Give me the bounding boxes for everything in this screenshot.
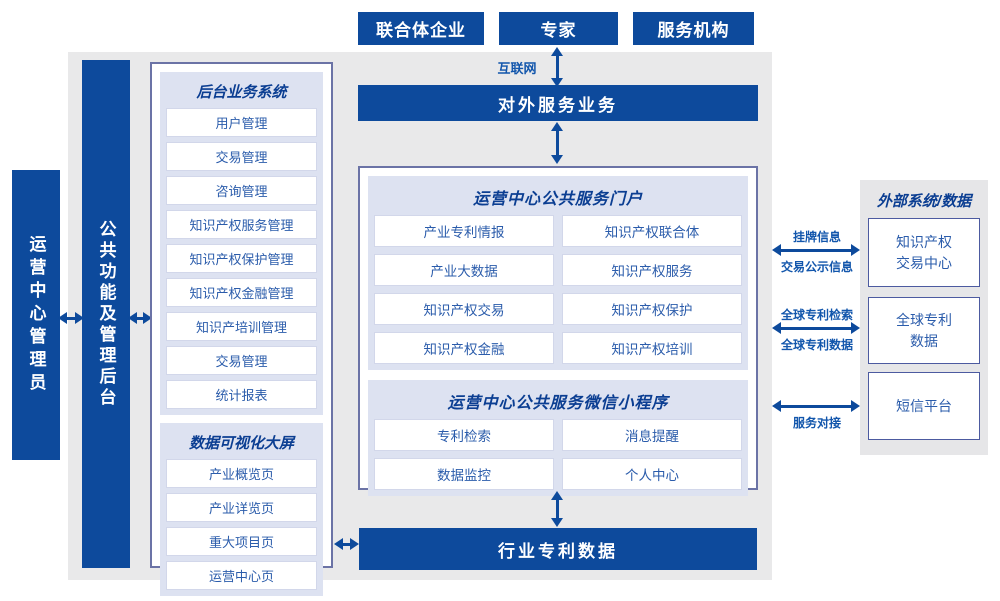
actor-expert: 专家	[499, 12, 618, 45]
operations-center-admin-bar: 运营中心管理员	[12, 170, 60, 460]
portal-item-industry-patent-intelligence: 产业专利情报	[374, 215, 554, 247]
backend-container: 后台业务系统 用户管理 交易管理 咨询管理 知识产权服务管理 知识产权保护管理 …	[150, 62, 333, 596]
external-systems-title: 外部系统/数据	[876, 193, 972, 210]
portal-item-ip-transaction: 知识产权交易	[374, 293, 554, 325]
public-functions-admin-backend-bar: 公共功能及管理后台	[82, 60, 130, 568]
miniprogram-item-data-monitoring: 数据监控	[374, 458, 554, 490]
backend-item-ip-protection-management: 知识产权保护管理	[166, 244, 317, 273]
dashboard-panel: 数据可视化大屏 产业概览页 产业详览页 重大项目页 运营中心页	[160, 423, 323, 596]
portal-item-industry-big-data: 产业大数据	[374, 254, 554, 286]
industry-patent-data-bar: 行业专利数据	[359, 528, 757, 570]
miniprogram-item-personal-center: 个人中心	[562, 458, 742, 490]
actor-consortium-enterprise: 联合体企业	[358, 12, 484, 45]
backend-system-panel: 后台业务系统 用户管理 交易管理 咨询管理 知识产权服务管理 知识产权保护管理 …	[160, 72, 323, 415]
dashboard-title: 数据可视化大屏	[188, 435, 294, 452]
backend-system-title: 后台业务系统	[196, 84, 287, 101]
admin-backend-double-arrow-icon	[58, 312, 84, 324]
internet-label: 互联网	[497, 61, 537, 76]
actor-service-organization: 服务机构	[633, 12, 754, 45]
backend-item-ip-training-management: 知识产培训管理	[166, 312, 317, 341]
dashboard-item-industry-overview: 产业概览页	[166, 459, 317, 488]
service-docking-label: 服务对接	[792, 416, 841, 430]
listing-info-label: 挂牌信息	[792, 230, 841, 244]
transaction-publicity-info-label: 交易公示信息	[780, 260, 853, 274]
external-service-bar: 对外服务业务	[358, 85, 758, 121]
backend-item-transaction-management: 交易管理	[166, 142, 317, 171]
portal-patent-data-double-arrow-icon	[551, 491, 563, 527]
miniprogram-item-message-reminder: 消息提醒	[562, 419, 742, 451]
backend-system-double-arrow-icon	[128, 312, 152, 324]
backend-item-consulting-management: 咨询管理	[166, 176, 317, 205]
portal-item-ip-training: 知识产权培训	[562, 332, 742, 364]
portal-title: 运营中心公共服务门户	[472, 191, 643, 208]
backend-item-ip-service-management: 知识产权服务管理	[166, 210, 317, 239]
global-patent-search-label: 全球专利检索	[780, 308, 853, 322]
miniprogram-panel: 运营中心公共服务微信小程序 专利检索 消息提醒 数据监控 个人中心	[368, 380, 748, 496]
portal-item-ip-protection: 知识产权保护	[562, 293, 742, 325]
external-system-ip-trading-center: 知识产权 交易中心	[868, 218, 980, 287]
dashboard-item-major-projects: 重大项目页	[166, 527, 317, 556]
portal-item-ip-consortium: 知识产权联合体	[562, 215, 742, 247]
miniprogram-title: 运营中心公共服务微信小程序	[447, 395, 669, 412]
service-portal-double-arrow-icon	[551, 122, 563, 164]
portal-panel: 运营中心公共服务门户 产业专利情报 知识产权联合体 产业大数据 知识产权服务 知…	[368, 176, 748, 370]
dashboard-item-industry-detail: 产业详览页	[166, 493, 317, 522]
dashboard-item-operations-center: 运营中心页	[166, 561, 317, 590]
dashboard-patent-data-double-arrow-icon	[334, 538, 359, 550]
internet-double-arrow-icon	[551, 47, 563, 87]
external-system-global-patent-data: 全球专利 数据	[868, 297, 980, 364]
backend-item-ip-finance-management: 知识产权金融管理	[166, 278, 317, 307]
portal-container: 运营中心公共服务门户 产业专利情报 知识产权联合体 产业大数据 知识产权服务 知…	[358, 166, 758, 496]
backend-item-transaction-management-2: 交易管理	[166, 346, 317, 375]
ip-trading-center-double-arrow-icon	[772, 244, 860, 256]
backend-item-user-management: 用户管理	[166, 108, 317, 137]
global-patent-data-label: 全球专利数据	[780, 338, 853, 352]
external-system-sms-platform: 短信平台	[868, 372, 980, 440]
miniprogram-item-patent-search: 专利检索	[374, 419, 554, 451]
backend-item-statistics-report: 统计报表	[166, 380, 317, 409]
global-patent-data-double-arrow-icon	[772, 322, 860, 334]
portal-item-ip-finance: 知识产权金融	[374, 332, 554, 364]
sms-platform-double-arrow-icon	[772, 400, 860, 412]
portal-item-ip-service: 知识产权服务	[562, 254, 742, 286]
